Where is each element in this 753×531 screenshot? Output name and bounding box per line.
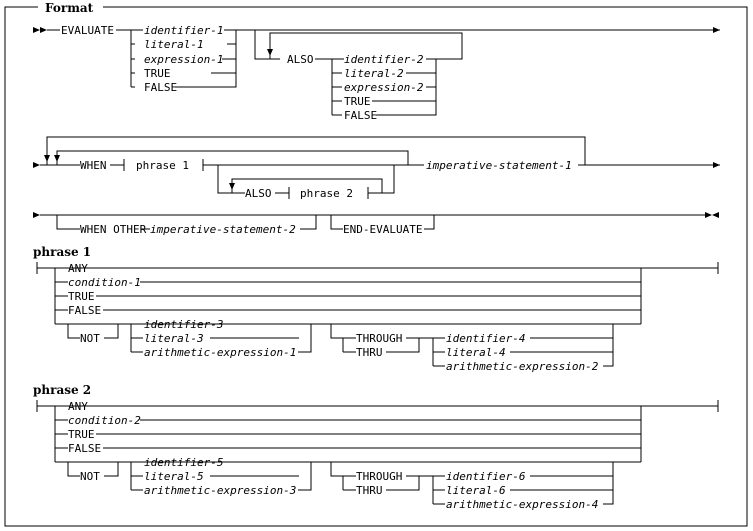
when-row: WHEN phrase 1 ALSO phrase 2 imperative-s… xyxy=(33,136,720,200)
phrase1-operand-literal-3: literal-3 xyxy=(144,332,204,345)
phrase2-through-keyword: THROUGH xyxy=(356,470,402,483)
when-other-row: WHEN OTHER imperative-statement-2 END-EV… xyxy=(33,212,719,236)
phrase2-operand-arith-3: arithmetic-expression-3 xyxy=(144,484,296,497)
also-keyword: ALSO xyxy=(287,53,314,66)
end-evaluate-keyword: END-EVALUATE xyxy=(343,223,422,236)
when-repeat-outer-arrow-icon xyxy=(44,155,50,162)
phrase2-operand-literal-5: literal-5 xyxy=(144,470,204,483)
phrase2-option-condition-2: condition-2 xyxy=(68,414,141,427)
when-keyword: WHEN xyxy=(80,159,107,172)
phrase1-block: phrase 1 ANY condition-1 TRUE FALSE NOT … xyxy=(33,245,719,373)
phrase1-not-keyword: NOT xyxy=(80,332,100,345)
phrase2-range-arith-4: arithmetic-expression-4 xyxy=(446,498,598,511)
phrase1-option-true: TRUE xyxy=(68,290,95,303)
also-subject-literal-2: literal-2 xyxy=(344,67,404,80)
imperative-statement-2: imperative-statement-2 xyxy=(150,223,296,236)
continue-arrow-icon xyxy=(713,27,720,33)
phrase1-option-any: ANY xyxy=(68,262,88,275)
phrase1-range-identifier-4: identifier-4 xyxy=(446,332,525,345)
also-subject-true: TRUE xyxy=(344,95,371,108)
phrase2-heading: phrase 2 xyxy=(33,383,91,397)
when-phrase1-ref: phrase 1 xyxy=(136,159,189,172)
subject-expression-1: expression-1 xyxy=(144,53,223,66)
phrase1-thru-keyword: THRU xyxy=(356,346,383,359)
subject-literal-1: literal-1 xyxy=(144,38,204,51)
phrase2-thru-keyword: THRU xyxy=(356,484,383,497)
other-start-arrow-icon xyxy=(33,212,40,218)
phrase2-range-literal-6: literal-6 xyxy=(446,484,506,497)
when-repeat-inner-arrow-icon xyxy=(54,155,60,162)
phrase1-option-false: FALSE xyxy=(68,304,101,317)
subject-false: FALSE xyxy=(144,81,177,94)
phrase1-operand-identifier-3: identifier-3 xyxy=(144,318,223,331)
continuation-arrow-icon xyxy=(33,162,40,168)
phrase1-option-condition-1: condition-1 xyxy=(68,276,141,289)
frame-border xyxy=(4,6,748,527)
subject-identifier-1: identifier-1 xyxy=(144,24,223,37)
also-subject-expression-2: expression-2 xyxy=(344,81,424,94)
phrase1-heading: phrase 1 xyxy=(33,245,91,259)
when-phrase2-ref: phrase 2 xyxy=(300,187,353,200)
phrase2-option-false: FALSE xyxy=(68,442,101,455)
also-repeat-arrow-icon xyxy=(229,183,235,190)
phrase1-operand-arith-1: arithmetic-expression-1 xyxy=(144,346,296,359)
phrase2-not-keyword: NOT xyxy=(80,470,100,483)
phrase2-range-identifier-6: identifier-6 xyxy=(446,470,526,483)
evaluate-row: EVALUATE identifier-1 literal-1 expressi… xyxy=(33,24,720,122)
phrase2-operand-identifier-5: identifier-5 xyxy=(144,456,223,469)
phrase1-range-arith-2: arithmetic-expression-2 xyxy=(446,360,599,373)
also-subject-identifier-2: identifier-2 xyxy=(344,53,424,66)
subject-true: TRUE xyxy=(144,67,171,80)
phrase2-block: phrase 2 ANY condition-2 TRUE FALSE NOT … xyxy=(33,383,719,511)
when-continue-arrow-icon xyxy=(713,162,720,168)
imperative-statement-1: imperative-statement-1 xyxy=(426,159,572,172)
also-subject-false: FALSE xyxy=(344,109,377,122)
start-arrow-icon xyxy=(33,27,47,33)
end-arrow-icon xyxy=(705,212,719,218)
when-other-keyword: WHEN OTHER xyxy=(80,223,147,236)
frame-title: Format xyxy=(45,1,94,15)
when-also-keyword: ALSO xyxy=(245,187,272,200)
phrase1-range-literal-4: literal-4 xyxy=(446,346,506,359)
phrase2-option-true: TRUE xyxy=(68,428,95,441)
phrase2-option-any: ANY xyxy=(68,400,88,413)
repeat-arrow-icon xyxy=(267,49,273,56)
phrase1-through-keyword: THROUGH xyxy=(356,332,402,345)
evaluate-keyword: EVALUATE xyxy=(61,24,114,37)
